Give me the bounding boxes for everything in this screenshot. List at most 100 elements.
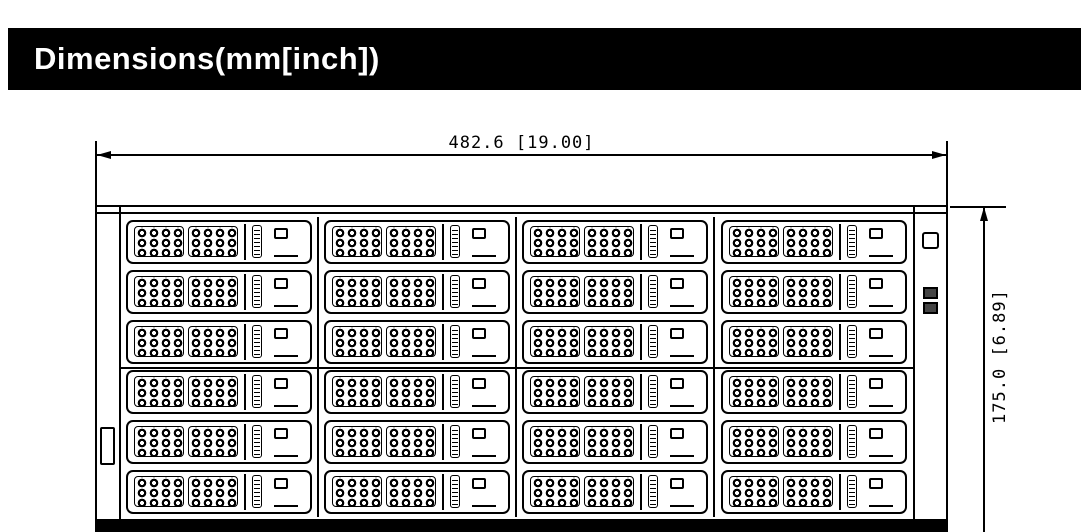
drive-bay — [324, 470, 510, 514]
bay-divider-line — [839, 374, 841, 410]
release-button — [670, 428, 684, 439]
release-button — [670, 278, 684, 289]
bay-slot-line — [274, 505, 298, 507]
bay-slot-line — [670, 355, 694, 357]
release-button — [472, 428, 486, 439]
bay-slot-line — [472, 355, 496, 357]
latch-strip — [648, 325, 658, 358]
drive-bay — [126, 220, 312, 264]
bay-divider-line — [640, 474, 642, 510]
release-button — [869, 228, 883, 239]
bay-divider-line — [839, 424, 841, 460]
height-witness-line-top — [950, 206, 1006, 208]
drive-bay-cell — [517, 217, 715, 267]
bay-divider-line — [839, 274, 841, 310]
drive-bay-grid — [121, 217, 913, 517]
dim-arrow-left-icon — [97, 151, 111, 159]
perforation-grid — [188, 376, 238, 407]
perforation-grid — [783, 276, 833, 307]
perforation-grid — [332, 426, 382, 457]
bay-slot-line — [869, 355, 893, 357]
perforation-grid — [332, 326, 382, 357]
perforation-grid — [530, 376, 580, 407]
perforation-grid — [584, 426, 634, 457]
release-button — [274, 278, 288, 289]
perforation-grid — [530, 276, 580, 307]
control-panel-strip — [913, 207, 946, 532]
drive-bay — [126, 370, 312, 414]
bay-slot-line — [670, 505, 694, 507]
release-button — [869, 428, 883, 439]
drive-bay-cell — [715, 317, 913, 367]
drive-bay — [522, 220, 708, 264]
perforation-grid — [134, 376, 184, 407]
drive-bay — [721, 420, 907, 464]
release-button — [869, 328, 883, 339]
release-button — [472, 278, 486, 289]
bay-divider-line — [442, 374, 444, 410]
drive-bay — [126, 470, 312, 514]
height-dimension-label: 175.0 [6.89] — [990, 289, 1010, 424]
width-dimension-label: 482.6 [19.00] — [448, 133, 595, 153]
bay-slot-line — [472, 505, 496, 507]
drive-bay — [522, 420, 708, 464]
height-dimension-line — [983, 207, 985, 532]
drive-bay — [522, 270, 708, 314]
drive-bay — [721, 320, 907, 364]
drive-bay — [126, 420, 312, 464]
perforation-grid — [134, 326, 184, 357]
bay-divider-line — [839, 224, 841, 260]
latch-strip — [450, 325, 460, 358]
drive-bay-cell — [121, 267, 319, 317]
width-witness-line-left — [95, 141, 97, 207]
drive-bay-cell — [517, 367, 715, 417]
width-dimension-line — [96, 154, 947, 156]
drive-bay-cell — [715, 417, 913, 467]
perforation-grid — [584, 276, 634, 307]
bay-divider-line — [244, 424, 246, 460]
drive-bay-cell — [121, 417, 319, 467]
latch-strip — [252, 325, 262, 358]
latch-strip — [252, 275, 262, 308]
latch-strip — [252, 375, 262, 408]
release-button — [274, 328, 288, 339]
bay-slot-line — [274, 305, 298, 307]
latch-strip — [450, 475, 460, 508]
latch-strip — [252, 475, 262, 508]
latch-strip — [648, 375, 658, 408]
drive-bay — [324, 220, 510, 264]
perforation-grid — [332, 476, 382, 507]
perforation-grid — [386, 376, 436, 407]
perforation-grid — [530, 226, 580, 257]
drive-bay-cell — [517, 267, 715, 317]
perforation-grid — [783, 426, 833, 457]
latch-strip — [648, 475, 658, 508]
perforation-grid — [729, 226, 779, 257]
drive-bay-cell — [715, 467, 913, 517]
bay-divider-line — [640, 274, 642, 310]
drive-bay-cell — [121, 467, 319, 517]
bay-slot-line — [670, 255, 694, 257]
drive-bay-cell — [319, 217, 517, 267]
chassis-top-edge-line — [97, 212, 946, 214]
perforation-grid — [188, 326, 238, 357]
bay-divider-line — [640, 374, 642, 410]
bay-slot-line — [670, 305, 694, 307]
perforation-grid — [729, 426, 779, 457]
perforation-grid — [134, 276, 184, 307]
release-button — [869, 378, 883, 389]
bay-divider-line — [244, 274, 246, 310]
release-button — [670, 478, 684, 489]
drive-bay — [126, 320, 312, 364]
perforation-grid — [188, 276, 238, 307]
perforation-grid — [783, 226, 833, 257]
latch-strip — [847, 475, 857, 508]
bay-divider-line — [244, 324, 246, 360]
perforation-grid — [530, 426, 580, 457]
bay-slot-line — [869, 455, 893, 457]
rack-ear-clip — [100, 427, 115, 465]
bay-divider-line — [640, 224, 642, 260]
drive-bay-cell — [715, 267, 913, 317]
drive-bay-cell — [121, 217, 319, 267]
